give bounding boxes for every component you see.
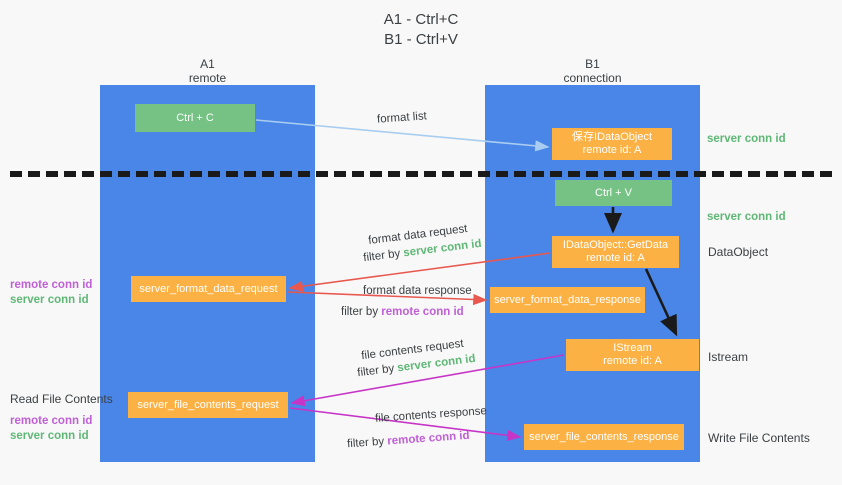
title-line-2: B1 - Ctrl+V xyxy=(384,31,458,48)
server-conn-id-label: server conn id xyxy=(10,430,89,442)
node-ctrl-c[interactable]: Ctrl + C xyxy=(135,104,255,132)
node-file-contents-request-label: server_file_contents_request xyxy=(137,398,279,411)
arrow-format-list xyxy=(255,119,550,152)
node-server-file-contents-response[interactable]: server_file_contents_response xyxy=(524,424,684,450)
server-conn-id-label: server conn id xyxy=(707,133,786,145)
node-idataobject-label: 保存IDataObject xyxy=(571,131,653,143)
lane-header-a1: A1 remote xyxy=(100,57,315,85)
node-server-format-data-response[interactable]: server_format_data_response xyxy=(490,287,645,313)
conn-label-right-top: server conn id xyxy=(707,132,786,147)
node-ctrl-v[interactable]: Ctrl + V xyxy=(555,180,672,206)
arrow-format-data-request xyxy=(288,252,551,292)
side-label-istream: Istream xyxy=(708,350,749,364)
lane-a1-subtitle: remote xyxy=(188,71,227,85)
node-istream[interactable]: IStream remote id: A xyxy=(566,339,699,371)
filter-prefix: filter by xyxy=(341,306,382,318)
arrow-file-contents-response xyxy=(289,407,522,441)
title-line-1: A1 - Ctrl+C xyxy=(383,11,459,28)
node-server-format-data-request[interactable]: server_format_data_request xyxy=(131,276,286,302)
node-idataobject[interactable]: 保存IDataObject remote id: A xyxy=(552,128,672,160)
lane-b1-name: B1 xyxy=(585,57,600,71)
annotation-format-data-response: format data response xyxy=(363,285,472,297)
conn-label-left-bottom: remote conn id server conn id xyxy=(10,414,92,444)
node-format-data-request-label: server_format_data_request xyxy=(139,282,278,295)
arrow-format-data-response xyxy=(287,291,488,306)
conn-label-left-top: remote conn id server conn id xyxy=(10,278,92,308)
node-getdata-label: IDataObject::GetData xyxy=(562,239,669,251)
remote-conn-id-label: remote conn id xyxy=(10,279,93,291)
node-ctrl-c-label: Ctrl + C xyxy=(176,111,214,124)
node-idataobject-getdata[interactable]: IDataObject::GetData remote id: A xyxy=(552,236,679,268)
side-label-read-file-contents: Read File Contents xyxy=(10,392,113,406)
lane-b1-subtitle: connection xyxy=(563,71,622,85)
node-istream-sub: remote id: A xyxy=(603,355,662,367)
arrow-getdata-to-istream xyxy=(644,268,678,337)
lane-header-b1: B1 connection xyxy=(485,57,700,85)
conn-label-right-middle: server conn id xyxy=(707,210,786,225)
side-label-write-file-contents: Write File Contents xyxy=(708,431,810,445)
node-idataobject-sub: remote id: A xyxy=(582,144,642,156)
lane-a1-name: A1 xyxy=(200,57,215,71)
server-conn-id-label: server conn id xyxy=(707,211,786,223)
node-istream-label: IStream xyxy=(613,342,652,354)
server-conn-id-label: server conn id xyxy=(10,294,89,306)
arrow-file-contents-request xyxy=(290,354,565,407)
clipboard-boundary-divider xyxy=(10,171,832,177)
filter-key-remote-conn-id: remote conn id xyxy=(381,306,464,318)
side-label-data-object: DataObject xyxy=(708,245,769,259)
diagram-title: A1 - Ctrl+C B1 - Ctrl+V xyxy=(0,10,842,50)
node-getdata-sub: remote id: A xyxy=(586,252,645,264)
annotation-format-data-response-filter: filter by remote conn id xyxy=(341,306,464,318)
node-server-file-contents-request[interactable]: server_file_contents_request xyxy=(128,392,288,418)
remote-conn-id-label: remote conn id xyxy=(10,415,93,427)
node-format-data-response-label: server_format_data_response xyxy=(494,293,641,306)
node-ctrl-v-label: Ctrl + V xyxy=(595,186,632,199)
node-file-contents-response-label: server_file_contents_response xyxy=(529,430,679,443)
